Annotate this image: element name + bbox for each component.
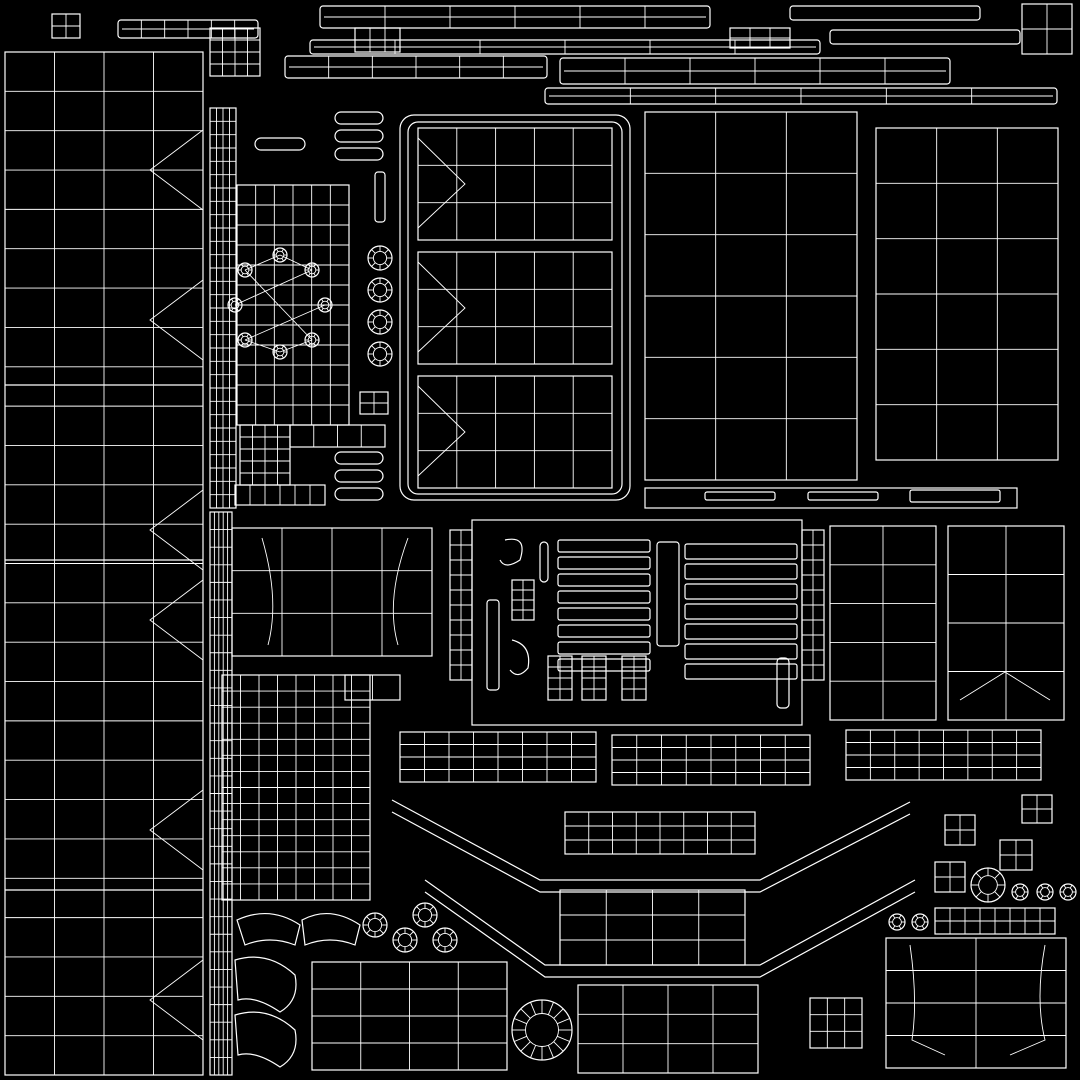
uv-island-round-knobs: [888, 794, 1077, 935]
uv-island-tall-panel-left: [4, 51, 204, 1076]
uv-island-top-rail-6: [544, 87, 1058, 105]
uv-island-top-cap-small: [51, 13, 81, 39]
uv-island-curved-trim: [391, 799, 916, 1074]
uv-island-bottom-panel: [311, 961, 508, 1071]
uv-island-top-cap-right: [1021, 3, 1073, 55]
uv-island-strip-vertical-2: [209, 511, 233, 1076]
uv-island-large-panel-center: [644, 111, 858, 481]
uv-island-mid-left-panel: [221, 527, 433, 901]
uv-island-drawer-frame: [399, 114, 631, 501]
uv-island-top-rail-extra: [209, 5, 1021, 77]
uv-island-round-knobs-upper: [254, 111, 393, 501]
uv-island-side-panel-1: [829, 525, 937, 721]
uv-island-drawer-front-bottom: [417, 375, 613, 489]
uv-island-bottom-right-panel: [809, 937, 1067, 1069]
uv-island-handle-strip: [644, 487, 1018, 509]
uv-islands: [4, 3, 1077, 1076]
uv-island-plank-1: [399, 731, 597, 783]
uv-island-top-rail-1: [117, 19, 259, 39]
uv-island-plank-3: [845, 729, 1042, 781]
uv-island-top-rail-4: [319, 5, 711, 29]
uv-island-plank-2: [611, 734, 811, 786]
uv-island-drawer-front-middle: [417, 251, 613, 365]
uv-island-fan-shapes: [234, 902, 573, 1068]
uv-island-drawer-front-top: [417, 127, 613, 241]
uv-island-large-panel-right: [875, 127, 1059, 461]
uv-island-ornament-panel: [227, 184, 389, 506]
uv-island-top-rail-3: [284, 55, 548, 79]
uv-island-strip-vertical-1: [209, 107, 237, 509]
uv-island-hardware-sheet: [449, 519, 825, 726]
uv-island-top-rail-5: [559, 57, 951, 85]
uv-island-side-panel-2: [947, 525, 1065, 721]
